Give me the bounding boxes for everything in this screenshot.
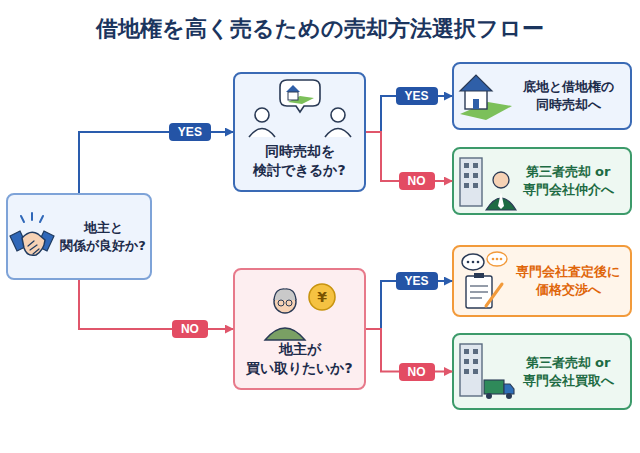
flow-connector — [79, 132, 233, 193]
flow-connector — [79, 280, 233, 329]
node-text: 専門会社査定後に 価格交渉へ — [510, 263, 626, 298]
node-text: 第三者売却 or 専門会社仲介へ — [510, 163, 626, 198]
node-text: 底地と借地権の 同時売却へ — [510, 78, 626, 113]
edge-label: YES — [395, 272, 437, 290]
node-text: 地主と 関係が良好か? — [58, 219, 148, 254]
node-text: 第三者売却 or 専門会社買取へ — [510, 354, 626, 389]
edge-label: NO — [399, 363, 435, 381]
diagram-title: 借地権を高く売るための売却方法選択フロー — [0, 14, 640, 44]
edge-label: NO — [172, 320, 208, 338]
result-box: 底地と借地権の 同時売却へ — [452, 62, 632, 130]
decision-box: 地主が 買い取りたいか? — [233, 268, 366, 390]
node-text: 地主が 買い取りたいか? — [239, 340, 360, 378]
result-box: 専門会社査定後に 価格交渉へ — [452, 245, 632, 317]
decision-box: 同時売却を 検討できるか? — [233, 72, 366, 192]
result-box: 第三者売却 or 専門会社買取へ — [452, 333, 632, 410]
node-text: 同時売却を 検討できるか? — [239, 142, 360, 180]
edge-label: YES — [169, 123, 211, 141]
yen-sign: ¥ — [317, 289, 327, 305]
edge-label: YES — [395, 87, 437, 105]
edge-label: NO — [399, 172, 435, 190]
decision-box: 地主と 関係が良好か? — [6, 193, 152, 280]
result-box: 第三者売却 or 専門会社仲介へ — [452, 147, 632, 215]
